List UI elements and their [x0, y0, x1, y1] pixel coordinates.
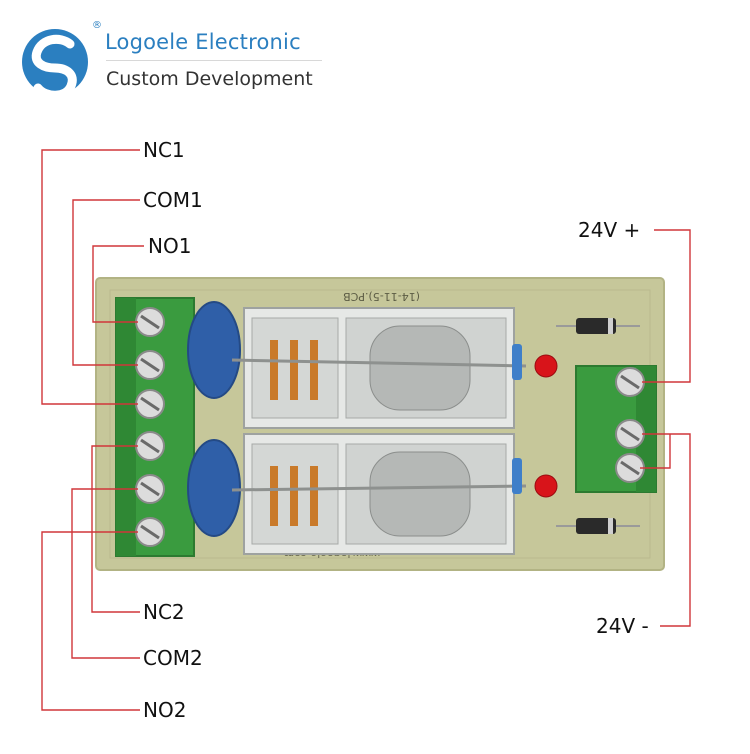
terminal-screw-icon — [615, 453, 645, 483]
left-terminal-block — [115, 297, 195, 557]
resistor-top — [512, 344, 522, 380]
diode-bottom — [556, 518, 640, 534]
terminal-screw-icon — [135, 431, 165, 461]
terminal-screw-icon — [135, 307, 165, 337]
terminal-screw-icon — [135, 474, 165, 504]
brand-name: Logoele Electronic — [105, 30, 301, 54]
terminal-screw-icon — [135, 389, 165, 419]
label-nc1: NC1 — [143, 138, 185, 162]
relay-bottom — [231, 433, 527, 555]
varistor-top — [187, 301, 241, 399]
led-top-icon — [534, 354, 558, 378]
label-no1: NO1 — [148, 234, 192, 258]
label-com2: COM2 — [143, 646, 203, 670]
diode-top — [556, 318, 640, 334]
brand-divider — [106, 60, 322, 61]
terminal-screw-icon — [615, 367, 645, 397]
right-terminal-block — [575, 365, 657, 493]
relay-top — [231, 307, 527, 429]
resistor-bottom — [512, 458, 522, 494]
terminal-screw-icon — [135, 517, 165, 547]
led-bottom-icon — [534, 474, 558, 498]
terminal-screw-icon — [615, 419, 645, 449]
brand-tagline: Custom Development — [106, 68, 313, 90]
logo-icon — [22, 29, 88, 100]
label-nc2: NC2 — [143, 600, 185, 624]
label-no2: NO2 — [143, 698, 187, 722]
label-com1: COM1 — [143, 188, 203, 212]
label-24v-plus: 24V + — [578, 218, 641, 242]
leader-lines — [41, 149, 691, 711]
varistor-bottom — [187, 439, 241, 537]
terminal-screw-icon — [135, 350, 165, 380]
pcb-silkscreen-top: (14-11-5).PCB — [343, 290, 420, 303]
label-24v-minus: 24V - — [596, 614, 649, 638]
registered-mark: ® — [92, 20, 102, 31]
